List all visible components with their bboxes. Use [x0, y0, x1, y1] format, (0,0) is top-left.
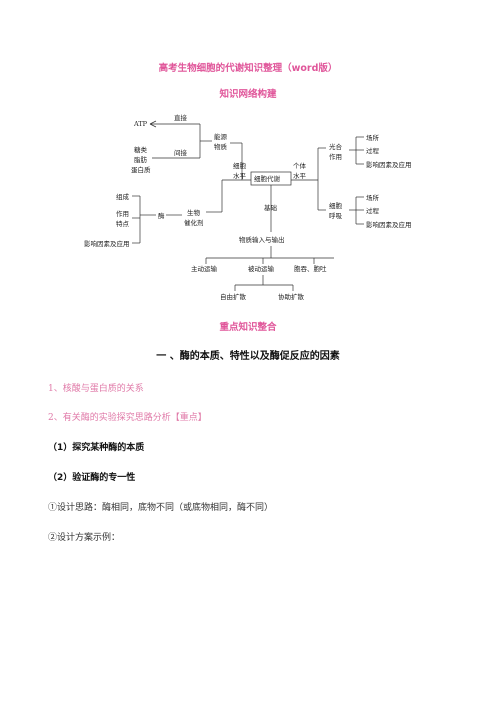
photosynthesis-factors: 影响因素及应用	[366, 160, 412, 169]
respiration-label-1: 细胞	[329, 201, 343, 210]
photosynthesis-site: 场所	[366, 133, 380, 142]
item-enzyme-experiment: 2、有关酶的实验探究思路分析【重点】	[48, 413, 207, 423]
basis-label: 基础	[264, 203, 278, 212]
individual-level-label-1: 个体	[293, 161, 307, 170]
respiration-factors: 影响因素及应用	[366, 220, 412, 229]
function-label: 作用	[116, 209, 129, 218]
protein-label: 蛋白质	[131, 165, 151, 174]
photosynthesis-process: 过程	[366, 146, 380, 155]
facilitated-diffusion-label: 协助扩散	[278, 292, 305, 301]
indirect-label: 间接	[174, 148, 188, 157]
respiration-process: 过程	[366, 206, 380, 215]
item-nucleic-acid-protein: 1、核酸与蛋白质的关系	[48, 384, 144, 394]
photosynthesis-label-1: 光合	[329, 142, 343, 151]
sugar-label: 糖类	[134, 145, 148, 154]
active-transport-label: 主动运输	[191, 264, 218, 273]
fat-label: 脂肪	[134, 155, 148, 164]
enzyme-factors-label: 影响因素及应用	[84, 239, 130, 248]
item-design-idea: ①设计思路：酶相同，底物不同（或底物相同，酶不同）	[48, 503, 274, 513]
item-design-example: ②设计方案示例：	[48, 533, 121, 543]
biocatalyst-label-1: 生物	[187, 208, 201, 217]
item-enzyme-specificity: （2）验证酶的专一性	[48, 473, 136, 483]
endocytosis-label: 胞吞、胞吐	[294, 264, 327, 273]
free-diffusion-label: 自由扩散	[220, 292, 247, 301]
document-title: 高考生物细胞的代谢知识整理（word版）	[158, 63, 338, 74]
photosynthesis-label-2: 作用	[329, 152, 342, 161]
feature-label: 特点	[116, 219, 130, 228]
knowledge-network-heading: 知识网络构建	[219, 89, 277, 100]
biocatalyst-label-2: 催化剂	[184, 218, 204, 227]
individual-level-label-2: 水平	[293, 171, 307, 180]
section-heading-enzyme: 一 、酶的本质、特性以及酶促反应的因素	[156, 351, 340, 362]
cell-level-label-1: 细胞	[233, 161, 247, 170]
respiration-label-2: 呼吸	[329, 211, 343, 220]
cell-metabolism-label: 细胞代谢	[254, 174, 281, 183]
cell-level-label-2: 水平	[233, 171, 247, 180]
transport-label: 物质输入与输出	[239, 235, 285, 244]
respiration-site: 场所	[366, 193, 380, 202]
atp-label: ATP	[133, 120, 148, 128]
item-enzyme-nature: （1）探究某种酶的本质	[48, 443, 145, 453]
composition-label: 组成	[116, 192, 130, 201]
direct-label: 直接	[174, 113, 188, 122]
enzyme-label: 酶	[158, 211, 165, 220]
passive-transport-label: 被动运输	[248, 264, 275, 273]
energy-substance-label-2: 物质	[214, 142, 228, 151]
key-knowledge-heading: 重点知识整合	[219, 322, 277, 333]
energy-substance-label-1: 能源	[214, 132, 228, 141]
